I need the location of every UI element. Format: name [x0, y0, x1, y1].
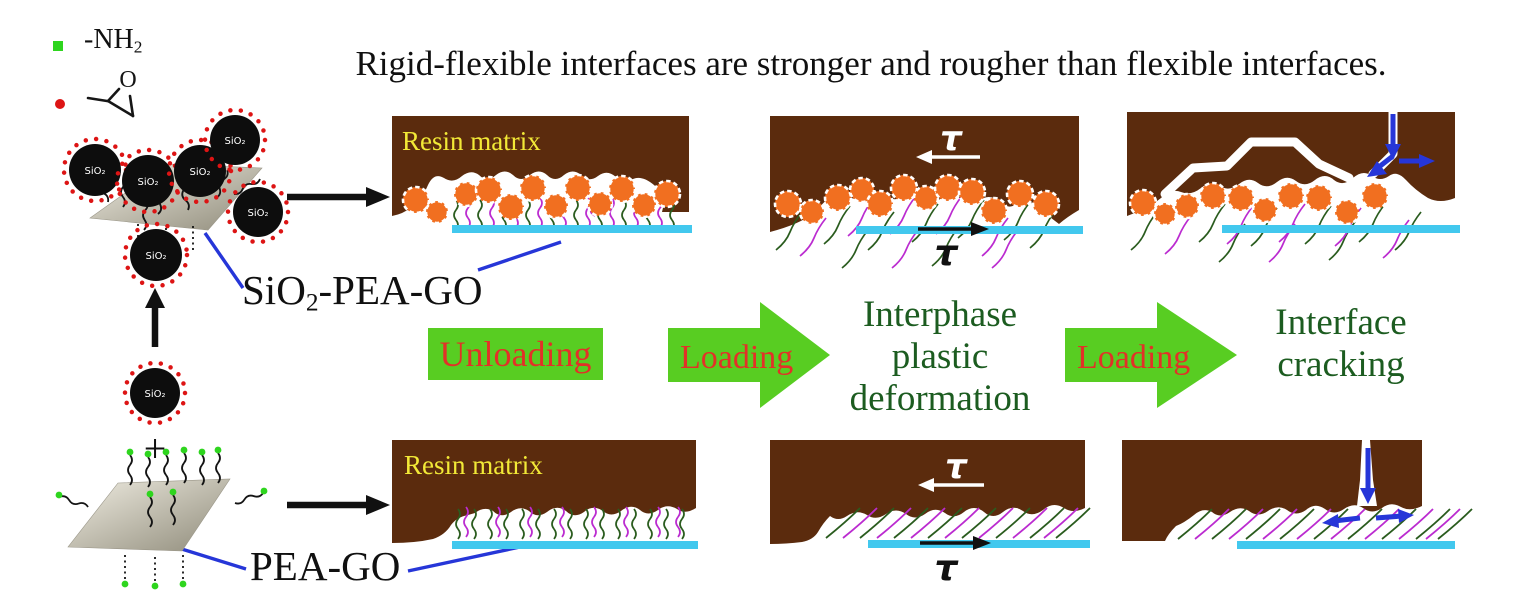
crack-direction-arrows [1367, 114, 1435, 177]
arrow-shape [1065, 302, 1237, 408]
svg-text:SiO₂: SiO₂ [144, 389, 165, 400]
loading-label: Loading [1077, 339, 1190, 376]
sheet-label: PEA-GO [250, 543, 401, 589]
panel-flexible-loading: τ τ [770, 440, 1091, 589]
figure-title: Rigid-flexible interfaces are stronger a… [355, 44, 1387, 83]
panel-rigid-cracking [1127, 105, 1460, 263]
caption-line: plastic [891, 335, 989, 377]
svg-text:SiO₂: SiO₂ [84, 166, 105, 177]
sio2-pea-go-cluster: SiO₂ SiO₂ SiO₂ SiO₂ SiO₂ [61, 107, 291, 289]
epoxide-group-icon: O [86, 67, 137, 118]
svg-text:SiO₂: SiO₂ [137, 177, 158, 188]
go-sheet-bar [1222, 225, 1460, 233]
resin-matrix-label: Resin matrix [404, 450, 543, 480]
resin-matrix-block [392, 440, 696, 543]
applied-shear-annotation: τ [916, 119, 980, 164]
nh2-legend-label: -NH2 [84, 24, 143, 57]
svg-text:SiO₂: SiO₂ [189, 167, 210, 178]
interphase-particles [773, 173, 1061, 226]
resin-matrix-label: Resin matrix [402, 126, 541, 156]
arrow-shape [668, 302, 830, 408]
label-pointer-lines [171, 232, 562, 573]
nh2-legend-swatch [53, 41, 63, 51]
tau-applied-label: τ [940, 119, 963, 159]
panel-flexible-initial: Resin matrix [392, 440, 698, 549]
panel-flexible-cracking [1122, 440, 1473, 549]
sio2-spheres: SiO₂ SiO₂ SiO₂ SiO₂ SiO₂ [61, 107, 291, 289]
resin-matrix-block [770, 440, 1085, 544]
unloading-badge: Unloading [428, 328, 603, 380]
go-sheet-bar [452, 541, 698, 549]
svg-text:SiO₂: SiO₂ [145, 251, 166, 262]
interphase-caption: Interphase plastic deformation [808, 294, 1072, 419]
go-sheet-bar [452, 225, 692, 233]
resin-matrix-block [1122, 440, 1422, 541]
caption-line: cracking [1277, 343, 1405, 385]
interphase-particles [1128, 181, 1390, 227]
svg-text:SiO₂: SiO₂ [247, 208, 268, 219]
loading-arrow-2: Loading [1065, 302, 1237, 408]
resin-matrix-block [392, 116, 689, 216]
tau-reaction-label: τ [935, 548, 960, 589]
caption-line: Interphase [862, 294, 1018, 335]
reaction-shear-annotation: τ [920, 536, 991, 589]
sio2-sphere: SiO₂ [225, 179, 291, 245]
svg-text:SiO₂: SiO₂ [224, 136, 245, 147]
process-arrows [145, 187, 390, 515]
cluster-label: SiO2-PEA-GO [242, 267, 483, 317]
sio2-sphere: SiO₂ [202, 107, 268, 173]
interphase-particles [401, 173, 682, 225]
go-sheet-bar [1237, 541, 1455, 549]
pea-go-diagram: SiO₂ + [55, 360, 268, 590]
epoxide-oxygen-label: O [119, 67, 136, 93]
caption-line: deformation [849, 377, 1031, 419]
tau-applied-label: τ [945, 447, 968, 487]
sio2-sphere: SiO₂ [61, 136, 129, 204]
panel-rigid-initial: Resin matrix [392, 116, 692, 233]
crack-direction-arrows [1322, 448, 1414, 528]
loading-label: Loading [680, 339, 793, 376]
plus-sign: + [144, 426, 167, 471]
tau-reaction-label: τ [935, 233, 960, 274]
reaction-shear-annotation: τ [918, 222, 989, 274]
panel-rigid-loading: τ τ [770, 116, 1083, 274]
resin-matrix-block [1127, 112, 1455, 216]
interface-caption: Interface cracking [1243, 302, 1439, 386]
applied-shear-annotation: τ [918, 447, 984, 492]
amine-chains [58, 452, 265, 581]
amine-end-groups [55, 446, 268, 590]
caption-line: Interface [1275, 302, 1407, 343]
epoxide-legend-swatch [55, 99, 65, 109]
sio2-sphere: SiO₂ [122, 221, 190, 289]
loading-arrow-1: Loading [668, 302, 830, 408]
sio2-sphere: SiO₂ [122, 360, 188, 426]
